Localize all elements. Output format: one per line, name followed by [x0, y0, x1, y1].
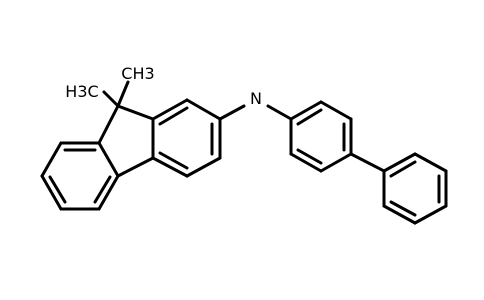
biphenyl-second-ring — [382, 152, 448, 225]
fluorene-right-benzene-ring — [151, 98, 222, 178]
biphenyl-first-ring — [289, 100, 353, 173]
fluorene-left-benzene-ring — [40, 141, 120, 211]
methyl-left-label: H3C — [65, 82, 98, 101]
fluorene-five-membered-ring — [97, 104, 155, 178]
gem-dimethyl-bonds — [102, 80, 130, 108]
amine-nitrogen-label: N — [250, 89, 262, 108]
methyl-right-label: CH3 — [121, 64, 154, 83]
biphenyl-link-bond — [349, 152, 386, 173]
amine-linkage-bonds — [218, 104, 293, 121]
